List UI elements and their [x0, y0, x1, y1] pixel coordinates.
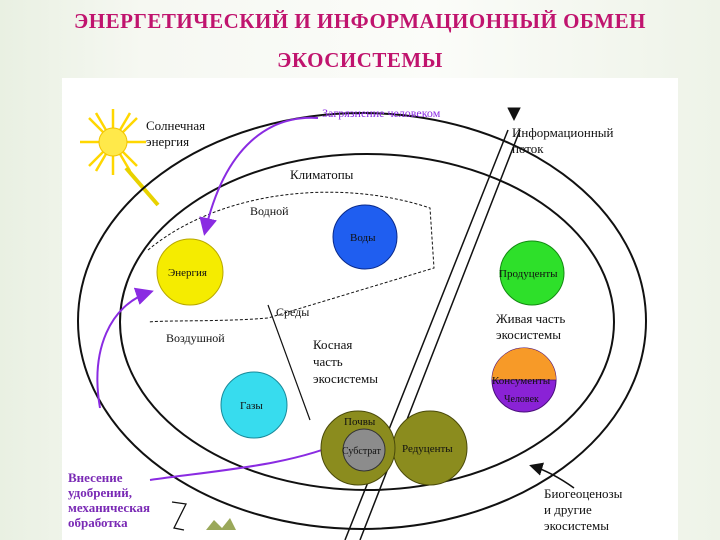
biogeocenoses-arrow	[529, 462, 575, 489]
environment-divider	[267, 304, 311, 421]
water-circle	[332, 204, 398, 270]
producers-circle	[499, 240, 565, 306]
inert-part-label-1: Косная	[313, 337, 352, 352]
biogeocenoses-label-3: экосистемы	[544, 518, 609, 533]
solar-energy-label-1: Солнечная	[146, 118, 205, 133]
soils-label: Почвы	[344, 416, 376, 428]
fertilizers-label-2: удобрений,	[68, 485, 132, 500]
producers-label: Продуценты	[499, 268, 558, 280]
inert-part-label-3: экосистемы	[313, 371, 378, 386]
substrate-circle	[342, 428, 386, 472]
fertilizers-label-4: обработка	[68, 515, 128, 530]
air-env-label: Воздушной	[166, 331, 225, 345]
water-env-label: Водной	[250, 204, 289, 218]
biogeocenoses-label-2: и другие	[544, 502, 592, 517]
environments-label: Среды	[276, 305, 309, 319]
living-part-label-1: Живая часть	[496, 311, 565, 326]
living-part-label-2: экосистемы	[496, 327, 561, 342]
gases-circle	[220, 371, 288, 439]
sun-icon	[80, 109, 146, 175]
gases-label: Газы	[240, 400, 263, 412]
consumers-half	[492, 348, 556, 380]
pollution-arrow	[199, 116, 319, 236]
fertilizer-arrow-to-energy	[96, 287, 154, 409]
energy-label: Энергия	[168, 267, 207, 279]
consumers-label: Консументы	[492, 375, 551, 387]
climatope-region	[147, 191, 435, 323]
fertilizer-bracket	[171, 501, 187, 531]
human-label: Человек	[504, 394, 539, 405]
info-flow-label-1: Информационный	[512, 125, 614, 140]
substrate-label: Субстрат	[342, 446, 381, 457]
page-title-line1: ЭНЕРГЕТИЧЕСКИЙ И ИНФОРМАЦИОННЫЙ ОБМЕН	[74, 9, 646, 33]
fertilizers-label-1: Внесение	[68, 470, 123, 485]
water-label: Воды	[350, 232, 376, 244]
info-flow-label-2: поток	[512, 141, 544, 156]
fertilizer-arrow-to-soil	[149, 437, 352, 481]
energy-circle	[156, 238, 224, 306]
outer-ecosystem-ellipse	[77, 112, 647, 530]
solar-energy-label-2: энергия	[146, 134, 189, 149]
inner-ecosystem-ellipse	[119, 153, 615, 491]
inert-part-label-2: часть	[313, 354, 343, 369]
reducers-label: Редуценты	[402, 443, 453, 455]
sunlight-ray	[124, 166, 160, 207]
fertilizers-label-3: механическая	[68, 500, 150, 515]
plant-icon	[206, 518, 236, 530]
page-title-line2: ЭКОСИСТЕМЫ	[277, 48, 443, 72]
climatopes-label: Климатопы	[290, 167, 354, 182]
biogeocenoses-label-1: Биогеоценозы	[544, 486, 623, 501]
pollution-label: Загрязнение человеком	[322, 106, 441, 120]
